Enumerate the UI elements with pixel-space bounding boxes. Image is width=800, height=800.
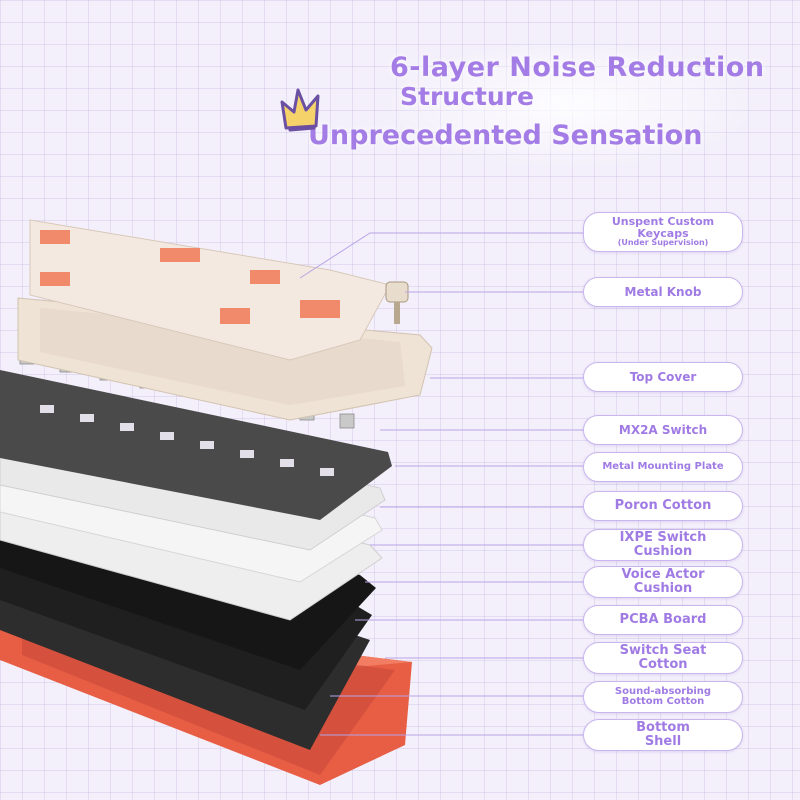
label-mx2a-switch-text: MX2A Switch bbox=[618, 422, 708, 437]
label-ixpe-line1: IXPE Switch bbox=[619, 530, 707, 546]
label-ixpe-switch-cushion: IXPE Switch Cushion bbox=[583, 529, 743, 561]
exploded-keyboard-illustration bbox=[0, 219, 433, 785]
label-voice-actor-cushion: Voice Actor Cushion bbox=[583, 566, 743, 598]
label-poron-cotton-text: Poron Cotton bbox=[614, 498, 712, 514]
label-top-cover: Top Cover bbox=[583, 362, 743, 392]
label-metal-knob-text: Metal Knob bbox=[624, 284, 702, 299]
label-sound-absorbing-bottom-cotton: Sound-absorbing Bottom Cotton bbox=[583, 681, 743, 713]
headline-line-1: 6-layer Noise Reduction bbox=[390, 52, 765, 83]
metal-plate-layer bbox=[0, 370, 392, 520]
label-switch-seat-cotton: Switch Seat Cotton bbox=[583, 642, 743, 674]
label-pcba-board-text: PCBA Board bbox=[619, 612, 707, 628]
label-sound-absorbing-line1: Sound-absorbing bbox=[614, 685, 712, 697]
headline-glow bbox=[380, 40, 760, 170]
label-bottom-shell-line1: Bottom bbox=[636, 720, 690, 736]
label-metal-mounting-plate: Metal Mounting Plate bbox=[583, 452, 743, 482]
label-metal-knob: Metal Knob bbox=[583, 277, 743, 307]
label-switch-seat-line2: Cotton bbox=[638, 657, 688, 672]
label-top-cover-text: Top Cover bbox=[629, 369, 697, 384]
label-metal-mounting-plate-text: Metal Mounting Plate bbox=[602, 460, 724, 472]
label-mx2a-switch: MX2A Switch bbox=[583, 415, 743, 445]
label-voice-actor-line2: Cushion bbox=[633, 581, 693, 596]
label-bottom-shell: Bottom Shell bbox=[583, 719, 743, 751]
headline-line-3: Unprecedented Sensation bbox=[308, 120, 703, 151]
metal-knob bbox=[385, 281, 409, 324]
headline-line-2: Structure bbox=[400, 82, 534, 111]
label-sound-absorbing-line2: Bottom Cotton bbox=[621, 696, 705, 707]
label-switch-seat-line1: Switch Seat bbox=[619, 643, 707, 659]
label-keycaps-line2: Keycaps bbox=[637, 226, 689, 240]
label-pcba-board: PCBA Board bbox=[583, 605, 743, 635]
label-poron-cotton: Poron Cotton bbox=[583, 491, 743, 521]
label-voice-actor-line1: Voice Actor bbox=[621, 567, 705, 583]
label-keycaps: Unspent Custom Keycaps (Under Supervisio… bbox=[583, 212, 743, 252]
label-ixpe-line2: Cushion bbox=[633, 544, 693, 559]
label-bottom-shell-line2: Shell bbox=[644, 734, 682, 749]
crown-sparkle-icon bbox=[280, 88, 320, 132]
label-keycaps-line1: Unspent Custom bbox=[611, 215, 715, 229]
label-keycaps-note: (Under Supervision) bbox=[617, 238, 709, 248]
